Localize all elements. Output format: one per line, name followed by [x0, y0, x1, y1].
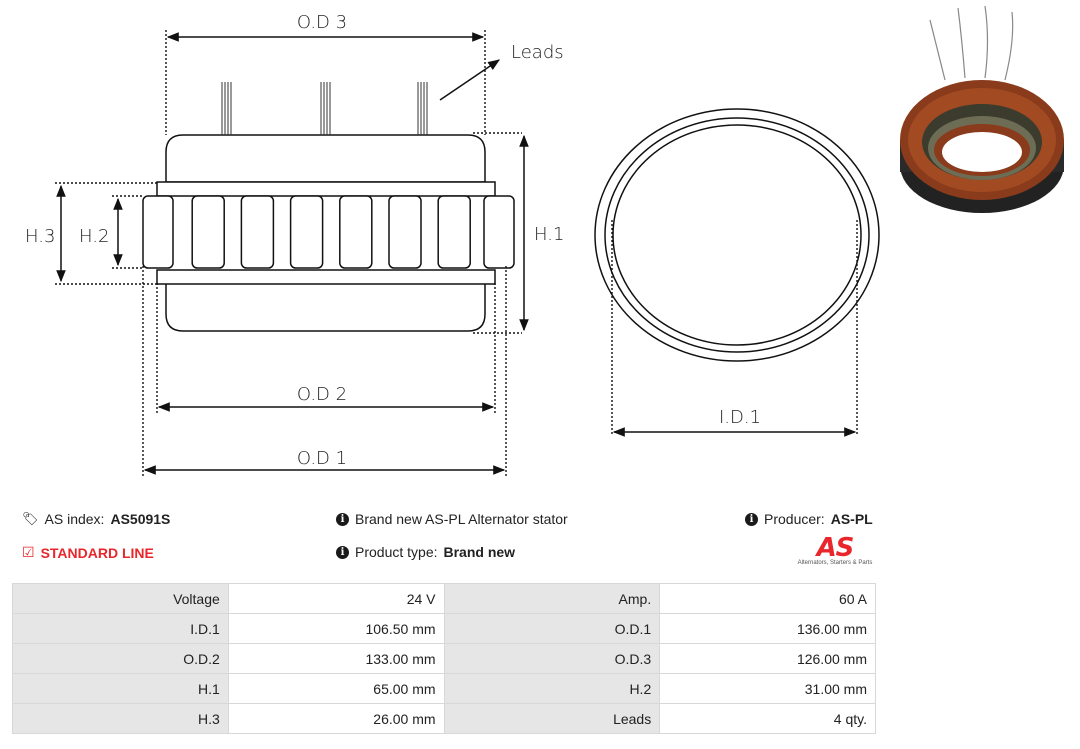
standard-line-badge: ☑ STANDARD LINE: [22, 544, 154, 561]
product-type: i Product type: Brand new: [336, 544, 515, 560]
info-icon: i: [745, 512, 758, 526]
label-od1: O.D 1: [297, 448, 347, 469]
spec-label: Voltage: [12, 583, 229, 614]
producer-label: Producer:: [764, 511, 825, 527]
label-od3: O.D 3: [297, 12, 347, 33]
extension-lines: [55, 30, 858, 477]
spec-value: 60 A: [659, 583, 876, 614]
stator-side-view: [156, 134, 496, 332]
spec-label: I.D.1: [12, 613, 229, 644]
technical-drawing: O.D 3 Leads O.D 2 O.D 1 I.D.1 H.1 H.3 H.…: [25, 5, 1064, 477]
label-h2: H.2: [79, 226, 109, 247]
info-icon: i: [336, 545, 349, 559]
spec-value: 24 V: [227, 583, 445, 614]
stator-slot: [191, 195, 225, 269]
product-description: i Brand new AS-PL Alternator stator: [336, 511, 568, 527]
spec-label: O.D.2: [12, 643, 229, 674]
logo-mark: AS: [816, 533, 855, 563]
spec-label: O.D.1: [443, 613, 661, 644]
spec-value: 26.00 mm: [227, 703, 445, 734]
spec-label: Leads: [443, 703, 661, 734]
product-type-label: Product type:: [355, 544, 438, 560]
spec-value: 133.00 mm: [227, 643, 445, 674]
stator-slot: [240, 195, 275, 269]
spec-label: Amp.: [443, 583, 661, 614]
spec-value: 65.00 mm: [227, 673, 445, 704]
stator-slots: [142, 195, 515, 269]
label-h3: H.3: [25, 226, 55, 247]
label-h1: H.1: [534, 224, 564, 245]
spec-value: 31.00 mm: [659, 673, 876, 704]
spec-value: 126.00 mm: [659, 643, 876, 674]
as-index-value: AS5091S: [110, 511, 171, 527]
spec-label: O.D.3: [443, 643, 661, 674]
stator-slot: [142, 195, 174, 269]
stator-slot: [388, 195, 422, 269]
producer-value: AS-PL: [830, 511, 873, 527]
stator-photo: [900, 5, 1064, 213]
as-index-label: AS index:: [44, 511, 105, 527]
label-od2: O.D 2: [297, 384, 347, 405]
logo-tagline: Alternators, Starters & Parts: [797, 560, 873, 566]
spec-value: 4 qty.: [659, 703, 876, 734]
stator-slot: [339, 195, 373, 269]
producer: i Producer: AS-PL: [745, 511, 873, 527]
as-pl-logo: AS Alternators, Starters & Parts: [790, 534, 880, 566]
label-leads: Leads: [511, 42, 564, 63]
stator-slot: [289, 195, 324, 269]
stator-leads: [221, 82, 428, 135]
info-icon: i: [336, 512, 349, 526]
stator-slot: [483, 195, 515, 269]
spec-label: H.3: [12, 703, 229, 734]
product-type-value: Brand new: [443, 544, 516, 560]
spec-label: H.2: [443, 673, 661, 704]
tags-icon: 🏷: [22, 511, 39, 526]
check-square-icon: ☑: [22, 544, 35, 560]
spec-value: 106.50 mm: [227, 613, 445, 644]
spec-value: 136.00 mm: [659, 613, 876, 644]
stator-slot: [437, 195, 471, 269]
label-id1: I.D.1: [719, 407, 761, 428]
dimension-arrows: [56, 32, 857, 475]
stator-end-view: [594, 108, 880, 362]
standard-line-label: STANDARD LINE: [40, 544, 154, 561]
spec-label: H.1: [12, 673, 229, 704]
description-text: Brand new AS-PL Alternator stator: [355, 511, 568, 527]
as-index: 🏷 AS index: AS5091S: [22, 511, 170, 527]
